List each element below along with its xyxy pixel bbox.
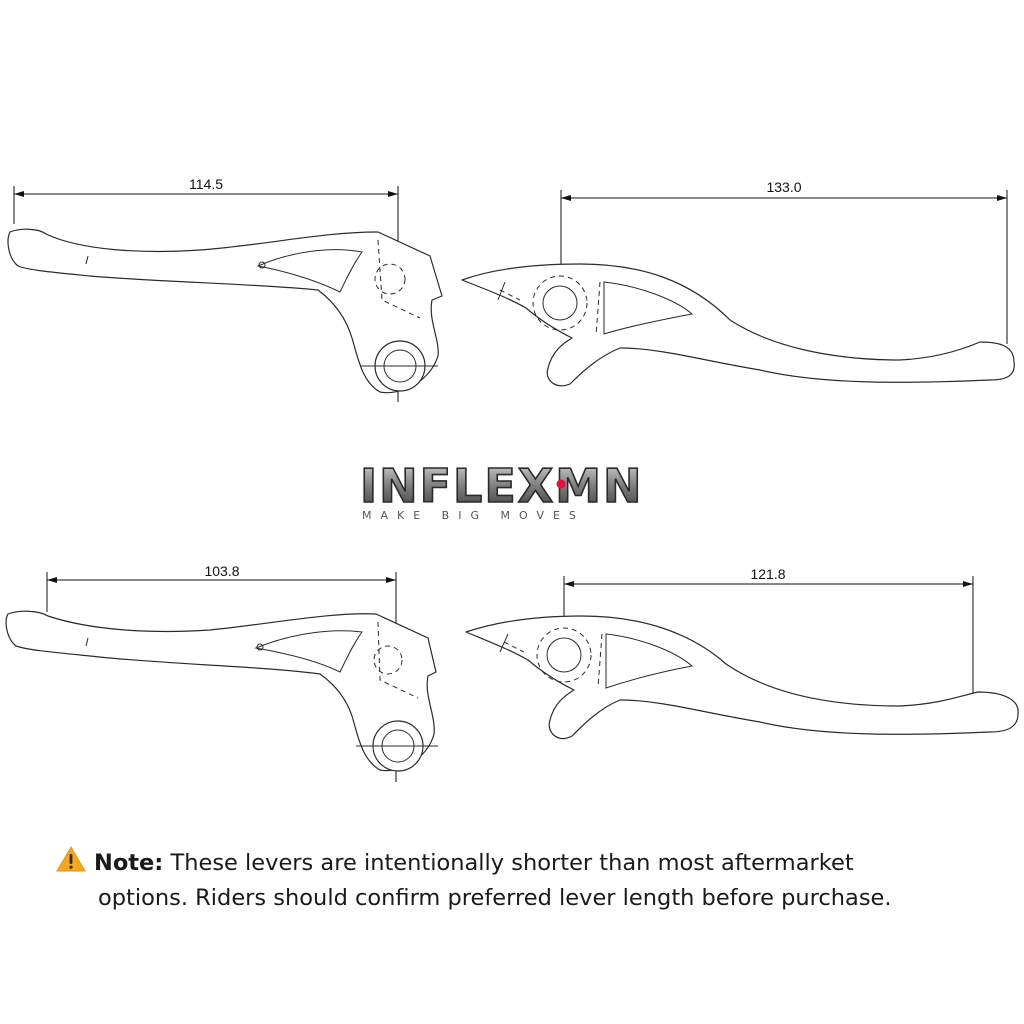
note-label: Note: — [94, 850, 164, 876]
logo-accent-dot — [556, 479, 566, 489]
note-text-line-1: These levers are intentionally shorter t… — [170, 850, 854, 876]
lever-bottom-right: 121.8 — [465, 566, 1019, 740]
dimension-label-top-right: 133.0 — [766, 179, 801, 195]
logo-tagline: MAKE BIG MOVES — [362, 509, 585, 522]
brand-logo: INFLEXMN MAKE BIG MOVES — [359, 458, 644, 522]
dimension-label-bottom-right: 121.8 — [750, 566, 785, 582]
logo-wordmark: INFLEXMN — [360, 459, 644, 513]
note-block: Note: These levers are intentionally sho… — [56, 846, 976, 916]
lever-top-left: 114.5 — [7, 176, 443, 402]
dimension-label-bottom-left: 103.8 — [204, 563, 239, 579]
lever-top-right: 133.0 — [461, 179, 1015, 387]
warning-icon — [56, 846, 86, 872]
dimension-label-top-left: 114.5 — [189, 176, 223, 192]
note-text-line-2: options. Riders should confirm preferred… — [98, 885, 892, 911]
lever-bottom-left: 103.8 — [5, 563, 438, 782]
note-line-1: Note: These levers are intentionally sho… — [56, 846, 976, 881]
lever-drawings: 114.5 133.0 103.8 — [5, 176, 1019, 782]
